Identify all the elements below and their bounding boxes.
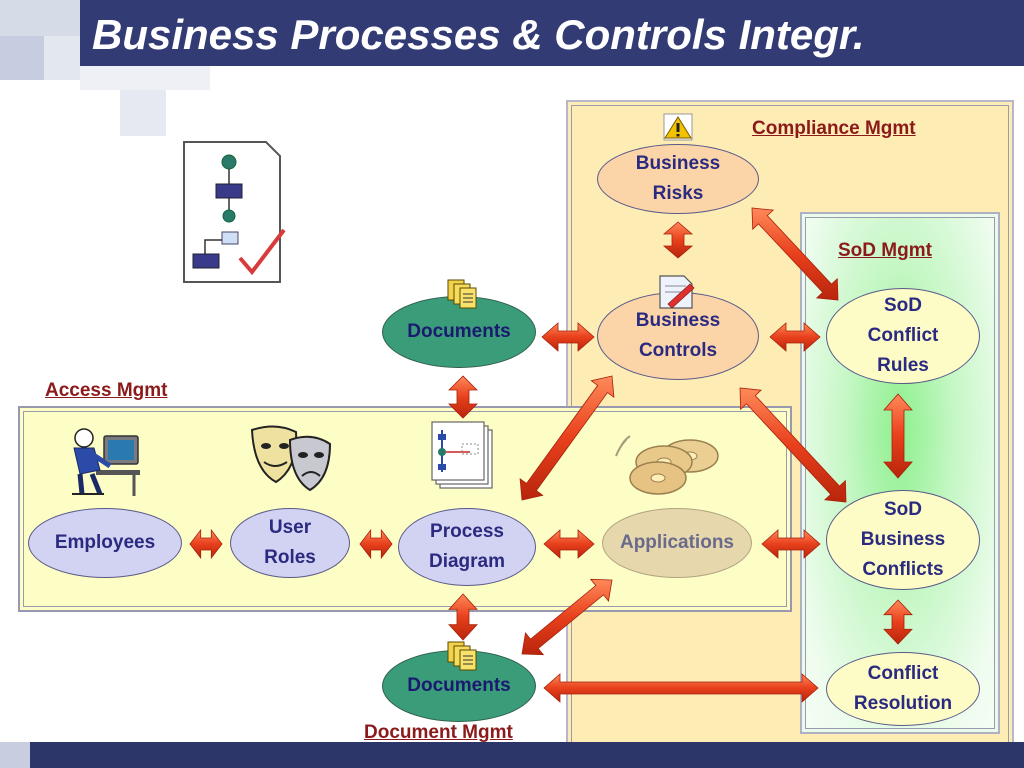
user-roles-label: User Roles xyxy=(264,517,316,568)
user-roles-node[interactable]: User Roles xyxy=(230,508,350,578)
employees-label: Employees xyxy=(54,532,156,553)
business-controls-node[interactable]: Business Controls xyxy=(597,292,759,380)
compliance-label: Compliance Mgmt xyxy=(752,118,916,139)
conflict-resolution-node[interactable]: Conflict Resolution xyxy=(826,652,980,726)
document-label: Document Mgmt xyxy=(364,722,513,743)
business-controls-label: Business Controls xyxy=(635,310,721,361)
process-diagram-node[interactable]: Process Diagram xyxy=(398,508,536,586)
arrow-process-documents xyxy=(448,593,478,641)
arrow-applications-documents xyxy=(521,578,613,656)
slide-title: Business Processes & Controls Integr. xyxy=(92,11,865,58)
applications-node[interactable]: Applications xyxy=(602,508,752,578)
access-label: Access Mgmt xyxy=(45,380,168,401)
applications-label: Applications xyxy=(619,532,734,553)
sod-conflict-rules-node[interactable]: SoD Conflict Rules xyxy=(826,288,980,384)
footer-bar xyxy=(0,742,1024,768)
arrow-controls-process xyxy=(519,375,615,501)
footer-accent xyxy=(0,742,30,768)
arrow-conflicts-resolution xyxy=(883,599,913,645)
business-risks-node[interactable]: Business Risks xyxy=(597,144,759,214)
decor-square xyxy=(44,36,80,80)
conflict-resolution-label: Conflict Resolution xyxy=(853,663,953,714)
arrow-risks-controls xyxy=(662,221,694,259)
sod-conflict-rules-label: SoD Conflict Rules xyxy=(867,295,939,376)
arrow-documents-resolution xyxy=(543,673,819,703)
arrow-controls-sod-conflicts xyxy=(739,387,847,503)
arrow-rules-conflicts xyxy=(883,393,913,479)
arrow-roles-process xyxy=(359,528,393,560)
decor-square xyxy=(120,90,166,136)
sod-business-conflicts-label: SoD Business Conflicts xyxy=(860,499,946,580)
sod-label: SoD Mgmt xyxy=(838,240,932,261)
business-risks-label: Business Risks xyxy=(635,153,721,204)
documents-bottom-node[interactable]: Documents xyxy=(382,650,536,722)
arrow-risks-sod-rules xyxy=(751,207,839,301)
decor-square xyxy=(0,0,80,36)
documents-top-node[interactable]: Documents xyxy=(382,296,536,368)
sod-business-conflicts-node[interactable]: SoD Business Conflicts xyxy=(826,490,980,590)
arrow-applications-sod-conflicts xyxy=(761,529,821,559)
arrow-documents-process xyxy=(448,375,478,419)
decor-square xyxy=(0,36,44,80)
process-diagram-label: Process Diagram xyxy=(428,521,506,572)
decor-square xyxy=(80,66,210,90)
arrow-employees-roles xyxy=(189,528,223,560)
title-bar xyxy=(80,0,1024,66)
documents-bottom-label: Documents xyxy=(407,675,511,696)
documents-top-label: Documents xyxy=(407,321,511,342)
arrow-process-applications xyxy=(543,529,595,559)
employees-node[interactable]: Employees xyxy=(28,508,182,578)
arrow-documents-controls xyxy=(541,322,595,352)
arrow-controls-sod-rules xyxy=(769,322,821,352)
